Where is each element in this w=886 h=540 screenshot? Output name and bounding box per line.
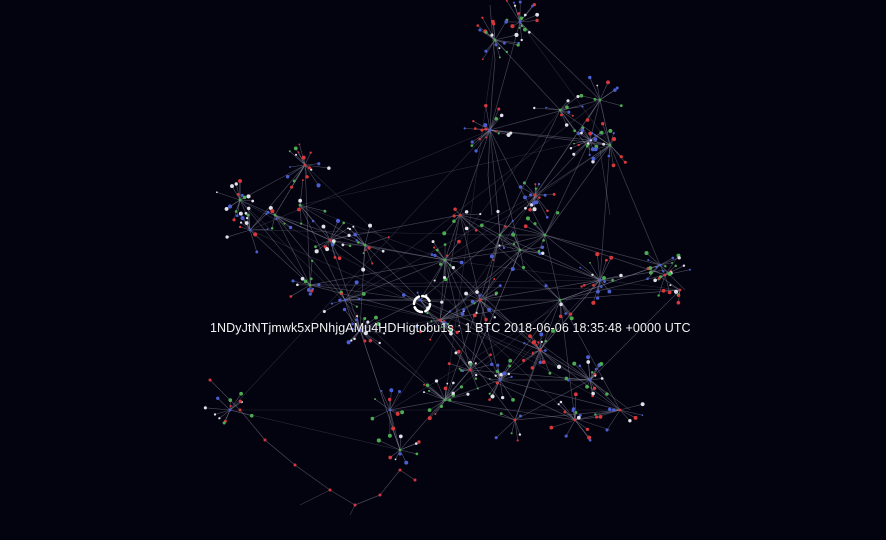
node-tooltip: 1NDyJtNTjmwk5xPNhjgAMu4HDHigtobu1s : 1 B…	[210, 321, 691, 335]
loading-ring-icon[interactable]	[412, 294, 432, 314]
graph-edges	[205, 0, 691, 516]
graph-nodes	[203, 0, 692, 507]
